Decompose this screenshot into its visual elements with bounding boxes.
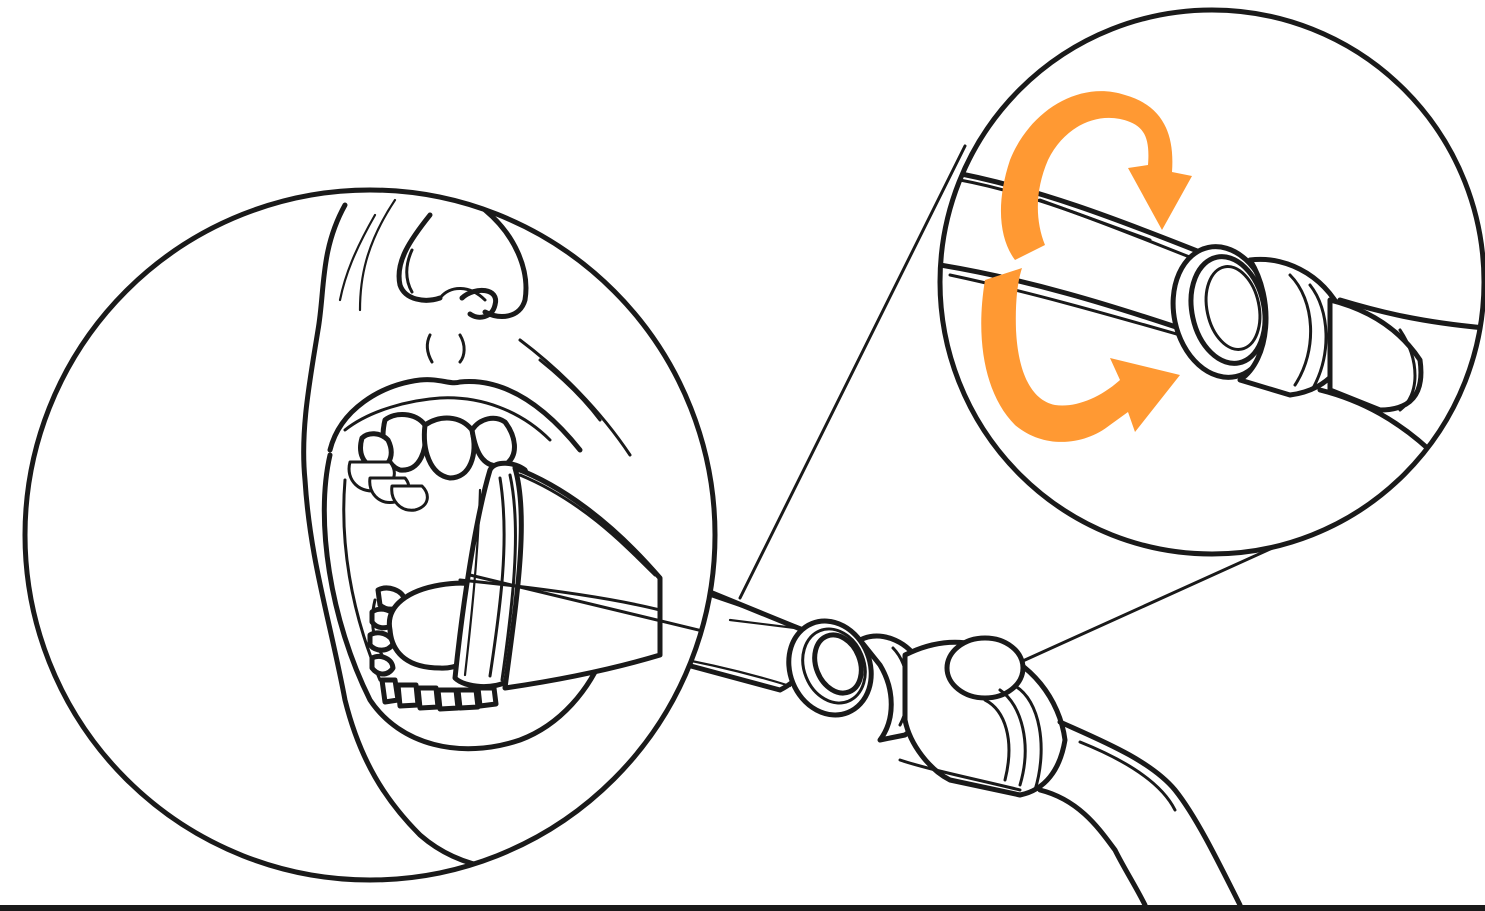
callout-line-upper — [740, 146, 965, 598]
zoom-circle — [940, 10, 1485, 554]
cable-lower-edge — [1040, 790, 1145, 905]
handpiece — [645, 578, 1240, 905]
face-circle — [25, 190, 740, 880]
connector-knob — [947, 638, 1023, 698]
